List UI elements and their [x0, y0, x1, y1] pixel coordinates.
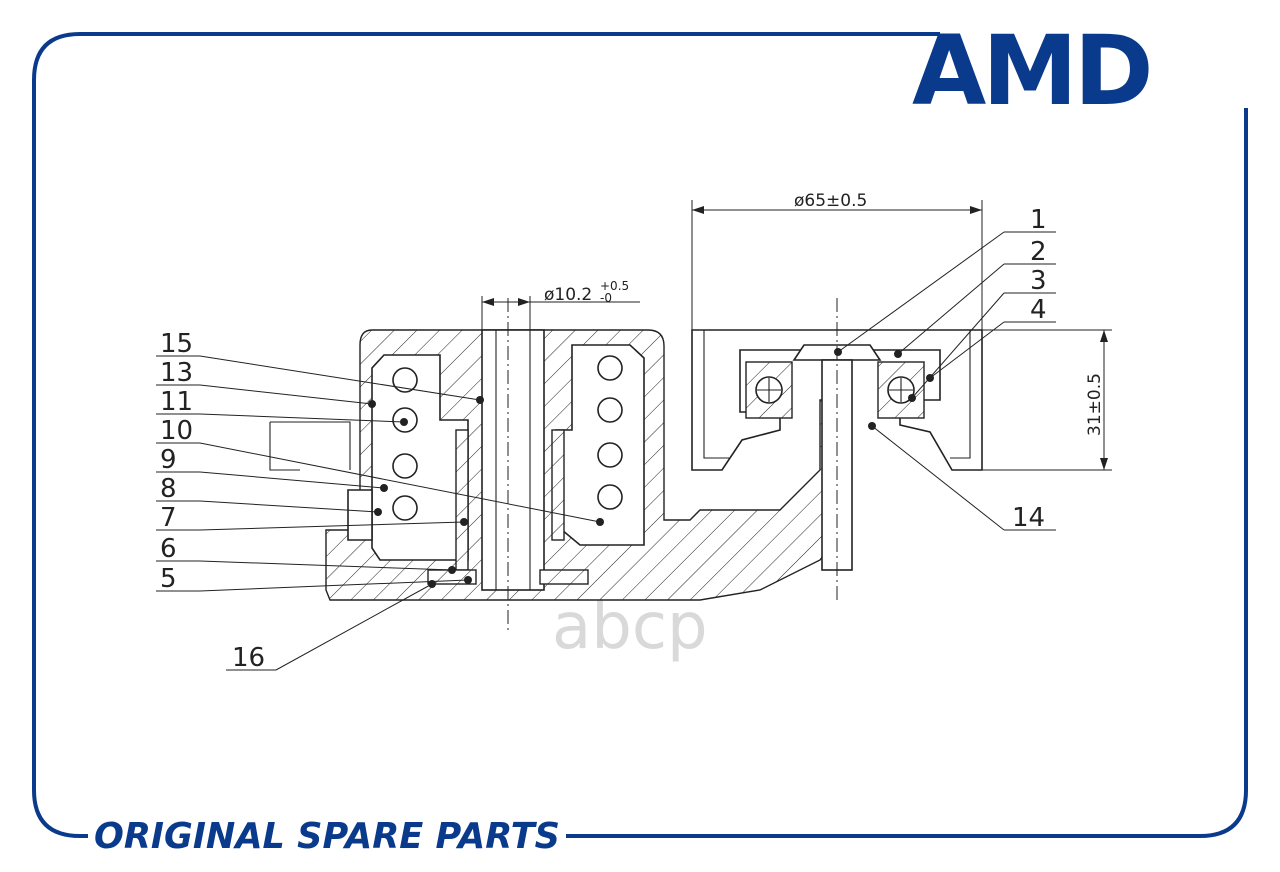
callout-4: 4 [1030, 295, 1047, 325]
pulley-assembly [691, 298, 983, 600]
washer-right [539, 569, 589, 585]
leader-dot [380, 484, 388, 492]
callout-7: 7 [160, 503, 177, 533]
callout-6: 6 [160, 534, 177, 564]
spring-coil [597, 397, 623, 423]
pulley-inner [703, 330, 971, 459]
leader-dot [894, 350, 902, 358]
leader-line [199, 521, 465, 531]
leader-dot [834, 348, 842, 356]
leader-line [199, 355, 481, 401]
leader-dot [596, 518, 604, 526]
callout-13: 13 [160, 358, 193, 388]
watermark: аbcp [552, 590, 708, 664]
leader-dot [428, 580, 436, 588]
callout-16: 16 [232, 643, 265, 673]
svg-text:AMD: AMD [912, 15, 1150, 127]
border-frame [32, 32, 1248, 838]
callout-2: 2 [1030, 237, 1047, 267]
callout-3: 3 [1030, 266, 1047, 296]
leader-line [199, 500, 379, 513]
bracket [269, 421, 351, 471]
leader-line [199, 560, 453, 571]
dimension-height: 31±0.5 [982, 329, 1112, 471]
spring-coil [392, 453, 418, 479]
bore-tolerance-lower: -0 [600, 291, 612, 305]
callouts-left: 15 13 11 10 9 8 7 6 5 [156, 329, 604, 673]
callouts-right: 1 2 3 4 14 [834, 205, 1056, 533]
spring-coil [597, 484, 623, 510]
bushing-left [455, 429, 469, 571]
spring-coil [597, 355, 623, 381]
arrow [482, 298, 494, 306]
callout-8: 8 [160, 474, 177, 504]
spring-coil [392, 495, 418, 521]
arrow [1100, 330, 1108, 342]
bore-tolerance-upper: +0.5 [600, 279, 629, 293]
height-label: 31±0.5 [1085, 373, 1105, 436]
leader-line [275, 583, 433, 671]
callout-1: 1 [1030, 205, 1047, 235]
arrow [518, 298, 530, 306]
leader-dot [448, 566, 456, 574]
leader-line [199, 442, 601, 523]
spring-coil [597, 442, 623, 468]
shaft-bore [481, 329, 545, 591]
bore-diameter-label: ø10.2 [544, 285, 592, 305]
leader-line [837, 231, 1005, 353]
leader-line [199, 413, 405, 423]
leader-dot [374, 508, 382, 516]
spring-coil [392, 367, 418, 393]
leader-dot [908, 394, 916, 402]
seal-ring [347, 489, 373, 541]
leader-line [897, 263, 1005, 355]
original-spare-parts-label: ORIGINAL SPARE PARTS [94, 816, 560, 857]
leader-line [199, 471, 385, 489]
arrow [692, 206, 704, 214]
tensioner-body [269, 298, 851, 632]
leader-line [929, 321, 1005, 379]
leader-dot [400, 418, 408, 426]
bushing-right [551, 429, 565, 541]
callout-11: 11 [160, 387, 193, 417]
callout-5: 5 [160, 564, 177, 594]
leader-line [199, 579, 469, 592]
callout-14: 14 [1012, 503, 1045, 533]
leader-dot [868, 422, 876, 430]
callout-9: 9 [160, 445, 177, 475]
arrow [970, 206, 982, 214]
dimension-pulley-diameter: ø65±0.5 [691, 191, 983, 330]
leader-dot [464, 576, 472, 584]
arrow [1100, 458, 1108, 470]
callout-10: 10 [160, 416, 193, 446]
callout-15: 15 [160, 329, 193, 359]
leader-dot [368, 400, 376, 408]
leader-line [871, 425, 1005, 531]
dimension-bore-diameter: ø10.2 +0.5 -0 [481, 279, 640, 330]
amd-logo: AMD [912, 15, 1154, 127]
pulley-diameter-label: ø65±0.5 [794, 191, 867, 211]
leader-line [199, 384, 373, 405]
leader-dot [460, 518, 468, 526]
leader-dot [476, 396, 484, 404]
leader-dot [926, 374, 934, 382]
